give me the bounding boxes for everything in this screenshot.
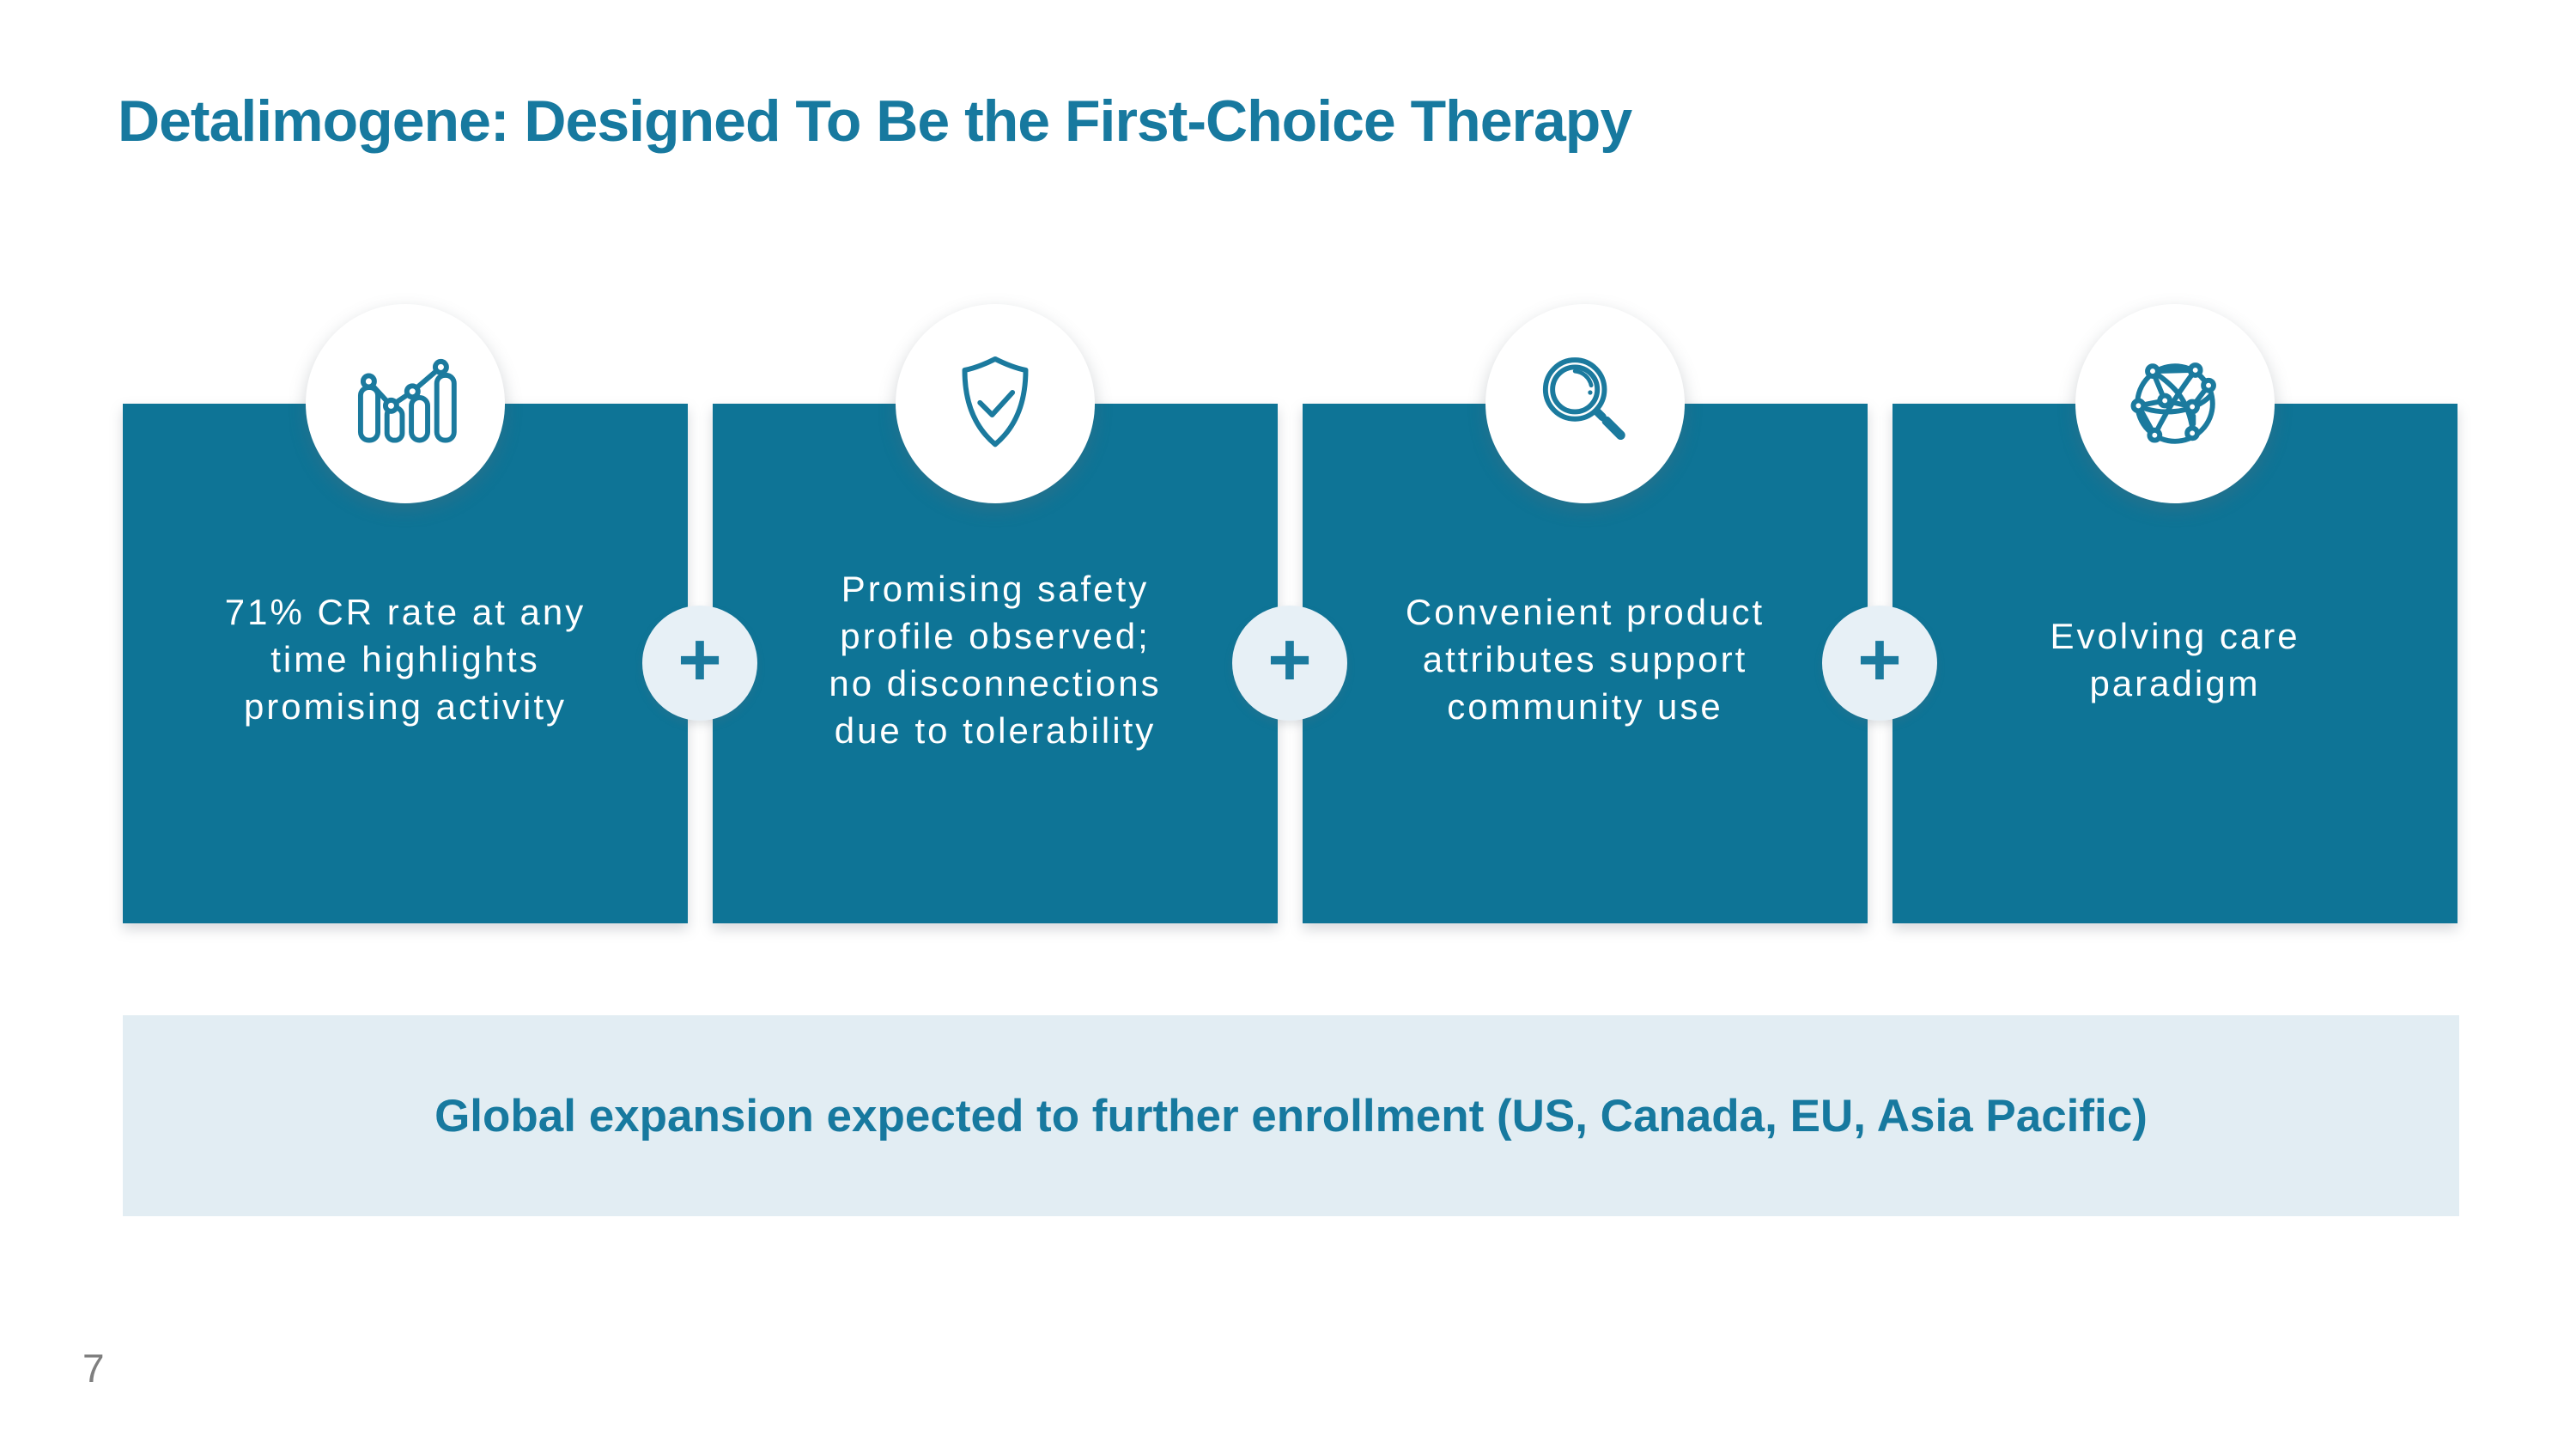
plus-connector: + [1822,606,1937,721]
global-expansion-banner: Global expansion expected to further enr… [123,1015,2459,1216]
card-safety: Promising safety profile observed; no di… [713,304,1278,923]
icon-circle [306,304,505,503]
card-text: 71% CR rate at any time highlights promi… [224,592,586,727]
globe-network-icon [2130,362,2216,444]
card-care-paradigm: Evolving care paradigm [1893,304,2458,923]
icon-circle [896,304,1095,503]
plus-connector: + [642,606,757,721]
page-title: Detalimogene: Designed To Be the First-C… [118,88,1632,154]
card-text: Evolving care paradigm [2050,615,2300,703]
banner-text: Global expansion expected to further enr… [434,1090,2148,1142]
magnifier-icon [1542,357,1625,441]
cards-row: 71% CR rate at any time highlights promi… [123,304,2458,923]
bar-chart-icon [357,358,457,443]
icon-circle [2075,304,2275,503]
card-text: Promising safety profile observed; no di… [829,568,1162,751]
card-text: Convenient product attributes support co… [1405,592,1765,727]
card-convenience: Convenient product attributes support co… [1303,304,1868,923]
card-efficacy: 71% CR rate at any time highlights promi… [123,304,688,923]
shield-check-icon [962,356,1029,447]
plus-connector: + [1232,606,1347,721]
page-number: 7 [82,1346,105,1391]
icon-circle [1485,304,1685,503]
